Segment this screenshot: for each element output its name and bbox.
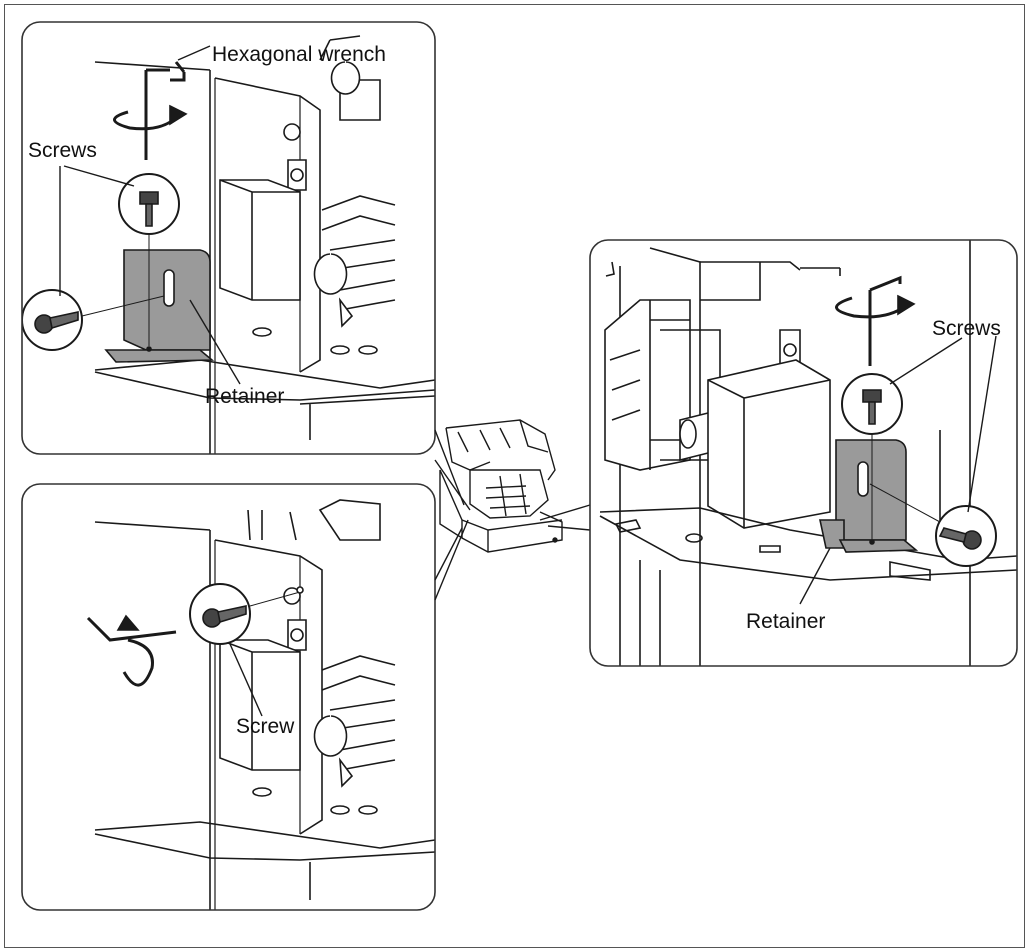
label-screw: Screw [236,715,295,738]
panel-tighten-screw: Screw [22,484,435,910]
label-screws-top: Screws [28,139,97,162]
label-retainer-left: Retainer [205,385,284,408]
label-retainer-right: Retainer [746,610,825,633]
panel-remove-retainer: Hexagonal wrench Screws Retainer [22,22,435,454]
panel-attach-retainer: Screws Retainer [590,240,1017,666]
label-hexagonal-wrench: Hexagonal wrench [212,43,386,66]
machine-overview [435,420,590,600]
label-screws-right: Screws [932,317,1001,340]
